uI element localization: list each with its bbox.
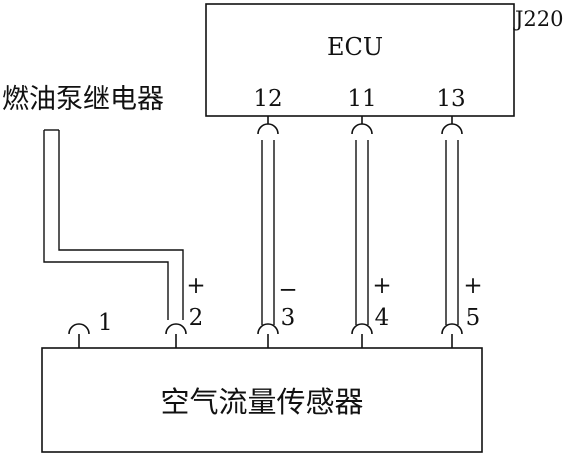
sensor-terminal-2 <box>165 323 187 348</box>
sensor-pin-4-sign: + <box>372 273 391 299</box>
sensor-pin-1: 1 <box>98 310 113 336</box>
ecu-code: J220 <box>513 7 564 31</box>
sensor-label: 空气流量传感器 <box>160 385 363 419</box>
ecu-pin-13: 13 <box>436 86 465 112</box>
sensor-pin-2: 2 <box>189 305 204 331</box>
wire-11-to-4 <box>355 140 369 325</box>
sensor-pin-5-sign: + <box>463 273 482 299</box>
sensor-pin-2-sign: + <box>186 273 205 299</box>
wire-12-to-3 <box>261 140 275 325</box>
relay-label: 燃油泵继电器 <box>2 84 164 115</box>
relay-wire-inner <box>58 130 184 320</box>
sensor-terminal-5 <box>441 323 463 348</box>
sensor-terminal-1 <box>68 323 90 348</box>
sensor-terminal-3 <box>257 323 279 348</box>
sensor-pin-4: 4 <box>375 305 390 331</box>
ecu-terminal-11 <box>351 116 373 135</box>
sensor-pin-5: 5 <box>466 305 481 331</box>
sensor-terminal-4 <box>351 323 373 348</box>
ecu-terminal-12 <box>257 116 279 135</box>
sensor-pin-3-sign: − <box>278 277 297 303</box>
ecu-terminal-13 <box>441 116 463 135</box>
ecu-pin-12: 12 <box>253 86 282 112</box>
ecu-box <box>205 3 515 117</box>
sensor-pin-3: 3 <box>281 305 296 331</box>
ecu-pin-11: 11 <box>347 86 376 112</box>
sensor-box <box>41 347 483 453</box>
wire-13-to-5 <box>445 140 459 325</box>
ecu-label: ECU <box>327 33 383 61</box>
relay-wire-outer <box>43 130 169 320</box>
